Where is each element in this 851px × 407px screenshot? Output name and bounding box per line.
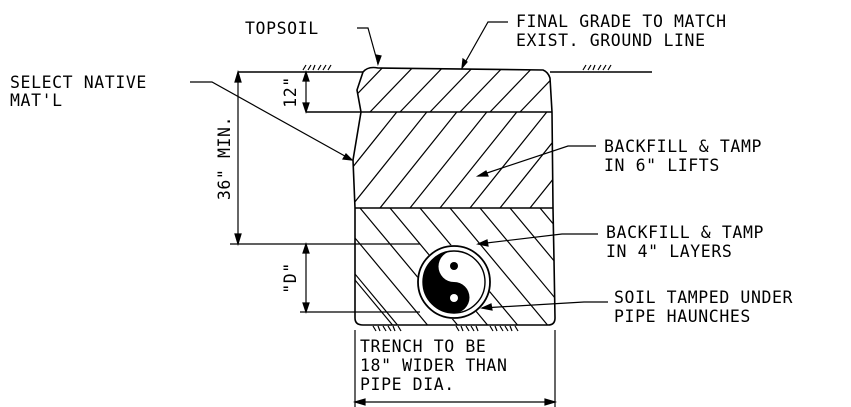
label-backfill-lifts-line2: IN 6" LIFTS [604, 156, 720, 175]
label-select-native-line1: SELECT NATIVE [10, 73, 147, 92]
label-backfill-layers-line1: BACKFILL & TAMP [606, 223, 764, 242]
label-soil-tamped-line2: PIPE HAUNCHES [614, 307, 751, 326]
label-trench-line3: PIPE DIA. [360, 375, 455, 394]
dim-min-cover: 36" MIN. [215, 116, 234, 200]
label-final-grade-line1: FINAL GRADE TO MATCH [516, 12, 727, 31]
label-trench-line2: 18" WIDER THAN [360, 356, 507, 375]
label-final-grade-line2: EXIST. GROUND LINE [516, 31, 706, 50]
label-trench-line1: TRENCH TO BE [360, 337, 486, 356]
trench-outline [352, 66, 556, 326]
label-topsoil: TOPSOIL [245, 19, 319, 38]
dimension-lines [230, 69, 558, 407]
dim-topsoil-depth: 12" [281, 76, 300, 108]
leader-lines [190, 21, 608, 311]
dim-pipe-dia: "D" [281, 262, 300, 294]
backfill-lifts-hatch [353, 112, 553, 208]
topsoil-hatch [357, 67, 552, 112]
grass-tufts [302, 64, 612, 332]
label-backfill-layers-line2: IN 4" LAYERS [606, 242, 732, 261]
pipe-icon [417, 245, 491, 319]
layer-boundaries [306, 111, 553, 209]
label-backfill-lifts-line1: BACKFILL & TAMP [604, 137, 762, 156]
label-soil-tamped-line1: SOIL TAMPED UNDER [614, 288, 793, 307]
backfill-layers-hatch [355, 208, 555, 325]
label-select-native-line2: MAT'L [10, 91, 63, 110]
